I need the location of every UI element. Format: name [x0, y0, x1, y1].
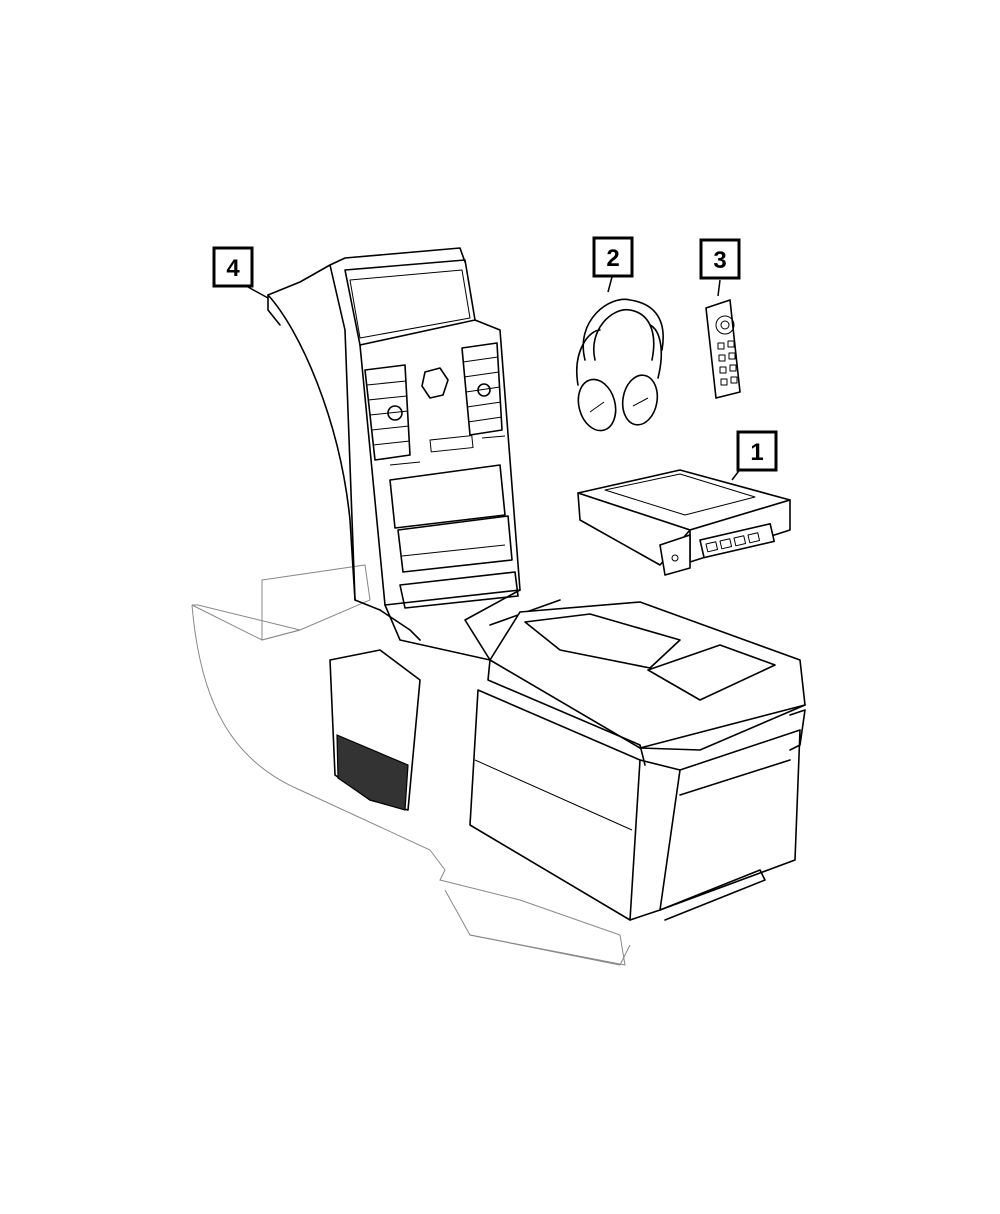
callout-label-1: 1 — [750, 439, 763, 466]
dvd-player-unit — [577, 469, 791, 576]
leader-line-2 — [607, 276, 613, 293]
rear-console-bin — [329, 601, 806, 921]
callout-label-3: 3 — [713, 247, 726, 274]
callout-label-4: 4 — [226, 255, 240, 282]
remote-control — [705, 299, 741, 399]
callout-2: 2 — [592, 236, 634, 278]
leader-line-4 — [247, 286, 269, 299]
wireless-headphones — [576, 298, 664, 432]
leader-line-3 — [717, 279, 721, 297]
callout-1: 1 — [736, 430, 778, 472]
callout-4: 4 — [212, 246, 254, 288]
callout-label-2: 2 — [606, 245, 619, 272]
floor-ghost-outline — [191, 564, 631, 966]
callout-3: 3 — [699, 238, 741, 280]
center-console — [267, 247, 561, 661]
